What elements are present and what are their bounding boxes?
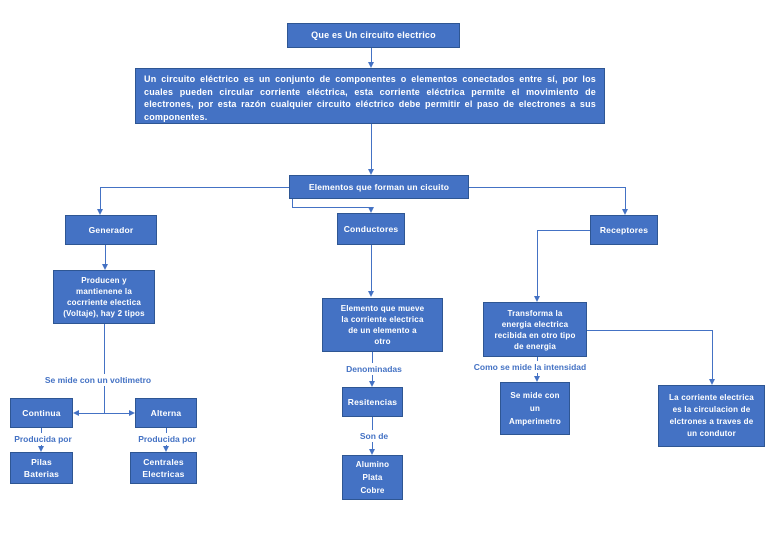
connector-types-double	[78, 413, 130, 414]
arrowhead-resitencias	[369, 381, 375, 387]
arrowhead-root	[368, 169, 374, 175]
connector-root-receptores-v	[625, 187, 626, 209]
arrowhead-materiales	[369, 449, 375, 455]
arrowhead-transforma	[534, 296, 540, 302]
connector-transforma-corriente-h	[587, 330, 712, 331]
node-materiales: Alumino Plata Cobre	[342, 455, 403, 500]
connector-detail-types	[104, 324, 105, 413]
connector-generador-detail	[105, 245, 106, 264]
arrowhead-centrales	[163, 446, 169, 452]
connector-title-intro	[371, 48, 372, 64]
label-voltimetro: Se mide con un voltimetro	[40, 374, 156, 386]
node-receptores-detail: Transforma la energia electrica recibida…	[483, 302, 587, 357]
connector-root-receptores-h	[469, 187, 625, 188]
arrowhead-generador-detail	[102, 264, 108, 270]
node-conductores: Conductores	[337, 213, 405, 245]
node-resitencias: Resitencias	[342, 387, 403, 417]
label-producida-por-alterna: Producida por	[132, 433, 202, 445]
connector-root-conductores-h	[292, 207, 372, 208]
node-corriente-electrica: La corriente electrica es la circulacion…	[658, 385, 765, 447]
arrowhead-amperimetro	[534, 376, 540, 382]
arrowhead-conductores	[368, 207, 374, 213]
connector-receptores-transforma-v	[537, 230, 538, 297]
connector-root-conductores-v1	[292, 199, 293, 208]
connector-receptores-transforma-h	[537, 230, 590, 231]
connector-transforma-corriente-v	[712, 330, 713, 380]
node-title: Que es Un circuito electrico	[287, 23, 460, 48]
arrowhead-conductores-detail	[368, 291, 374, 297]
arrowhead-intro	[368, 62, 374, 68]
label-como-se-mide-intensidad: Como se mide la intensidad	[470, 361, 590, 373]
connector-root-generador-v	[100, 187, 101, 209]
node-intro-paragraph: Un circuito eléctrico es un conjunto de …	[135, 68, 605, 124]
node-generador: Generador	[65, 215, 157, 245]
label-denominadas: Denominadas	[340, 363, 408, 375]
node-pilas-baterias: Pilas Baterias	[10, 452, 73, 484]
arrowhead-receptores	[622, 209, 628, 215]
connector-intro-root	[371, 124, 372, 169]
node-continua: Continua	[10, 398, 73, 428]
connector-root-generador-h	[100, 187, 289, 188]
connector-conductores-detail	[371, 245, 372, 293]
arrowhead-corriente	[709, 379, 715, 385]
arrowhead-pilas	[38, 446, 44, 452]
node-conductores-detail: Elemento que mueve la corriente electric…	[322, 298, 443, 352]
arrowhead-continua	[73, 410, 79, 416]
node-amperimetro: Se mide con un Amperimetro	[500, 382, 570, 435]
arrowhead-generador	[97, 209, 103, 215]
node-generador-detail: Producen y mantienene la cocrriente elec…	[53, 270, 155, 324]
node-receptores: Receptores	[590, 215, 658, 245]
node-elementos-root: Elementos que forman un cicuito	[289, 175, 469, 199]
arrowhead-alterna	[129, 410, 135, 416]
label-son-de: Son de	[349, 430, 399, 442]
node-centrales-electricas: Centrales Electricas	[130, 452, 197, 484]
label-producida-por-continua: Producida por	[8, 433, 78, 445]
node-alterna: Alterna	[135, 398, 197, 428]
